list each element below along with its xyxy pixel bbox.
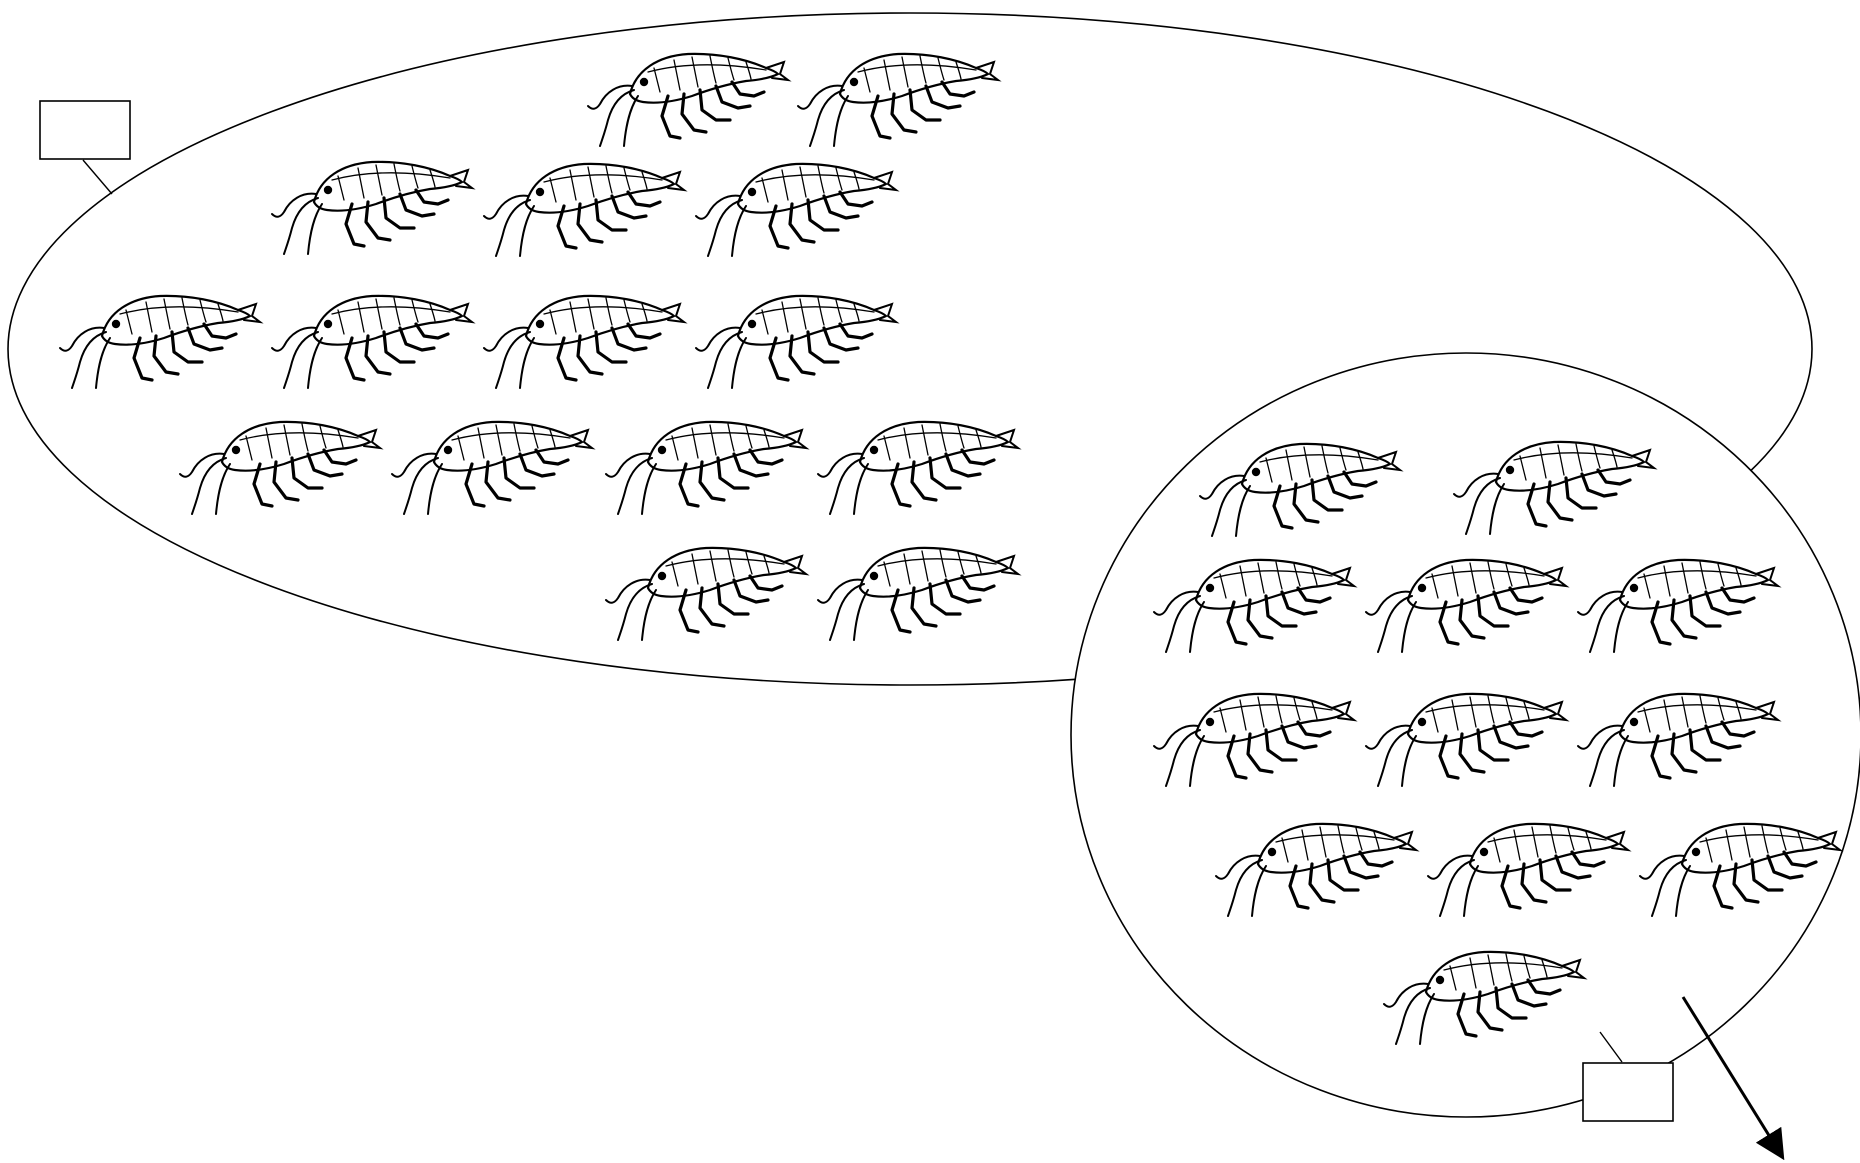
shrimp-icon [482, 162, 686, 258]
large-group-label-box[interactable] [39, 100, 131, 160]
small-group-leader [1599, 1031, 1623, 1063]
arrow-icon [1681, 996, 1785, 1161]
shrimp-icon [796, 52, 1000, 148]
shrimp-icon [694, 162, 898, 258]
shrimp-icon [270, 160, 474, 256]
large-group-outline [7, 12, 1813, 686]
shrimp-icon [694, 294, 898, 390]
small-group-label-box[interactable] [1582, 1062, 1674, 1122]
shrimp-icon [816, 546, 1020, 642]
shrimp-icon [604, 546, 808, 642]
shrimp-icon [586, 52, 790, 148]
shrimp-icon [58, 294, 262, 390]
shrimp-icon [390, 420, 594, 516]
shrimp-icon [604, 420, 808, 516]
shrimp-icon [270, 294, 474, 390]
shrimp-icon [178, 420, 382, 516]
shrimp-icon [482, 294, 686, 390]
large-group-leader [82, 159, 113, 195]
shrimp-icon [816, 420, 1020, 516]
